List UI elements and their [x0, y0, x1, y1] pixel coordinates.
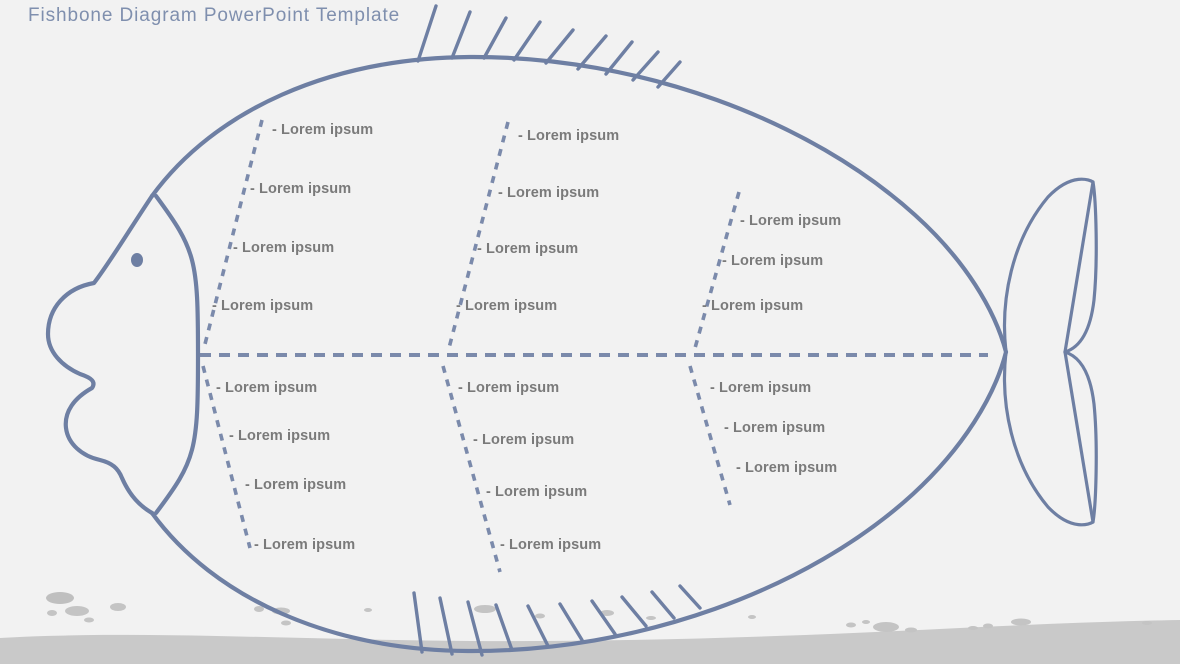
bone-label-bottom-middle-4[interactable]: - Lorem ipsum — [500, 537, 602, 553]
page-title: Fishbone Diagram PowerPoint Template — [28, 5, 401, 26]
bone-label-bottom-right-1[interactable]: - Lorem ipsum — [710, 380, 812, 396]
bone-label-bottom-middle-2[interactable]: - Lorem ipsum — [473, 432, 575, 448]
bone-bottom-right — [688, 365, 732, 506]
gill-arc — [153, 193, 201, 516]
bone-label-bottom-left-2[interactable]: - Lorem ipsum — [229, 428, 331, 444]
bone-top-middle — [447, 121, 510, 349]
bone-label-top-right-2[interactable]: - Lorem ipsum — [722, 253, 824, 269]
bone-label-top-middle-4[interactable]: - Lorem ipsum — [456, 298, 558, 314]
bone-top-right — [693, 191, 741, 349]
bone-bottom-left — [201, 365, 252, 549]
bone-label-top-left-2[interactable]: - Lorem ipsum — [250, 181, 352, 197]
bone-bottom-middle — [441, 365, 502, 573]
bone-label-bottom-right-3[interactable]: - Lorem ipsum — [736, 460, 838, 476]
bone-label-top-left-1[interactable]: - Lorem ipsum — [272, 122, 374, 138]
bone-label-top-middle-3[interactable]: - Lorem ipsum — [477, 241, 579, 257]
category-bones — [201, 119, 741, 573]
bone-label-bottom-middle-3[interactable]: - Lorem ipsum — [486, 484, 588, 500]
fish-eye — [131, 253, 143, 267]
dorsal-fin-spines — [416, 4, 682, 89]
bone-top-left — [202, 119, 264, 349]
bone-label-top-right-3[interactable]: - Lorem ipsum — [702, 298, 804, 314]
fish-head-profile — [45, 193, 155, 516]
bone-label-bottom-middle-1[interactable]: - Lorem ipsum — [458, 380, 560, 396]
bone-label-bottom-right-2[interactable]: - Lorem ipsum — [724, 420, 826, 436]
bone-label-top-middle-2[interactable]: - Lorem ipsum — [498, 185, 600, 201]
bone-label-bottom-left-1[interactable]: - Lorem ipsum — [216, 380, 318, 396]
bone-label-top-left-3[interactable]: - Lorem ipsum — [233, 240, 335, 256]
bone-label-top-left-4[interactable]: - Lorem ipsum — [212, 298, 314, 314]
ventral-fin-spines — [412, 584, 702, 657]
bone-label-bottom-left-3[interactable]: - Lorem ipsum — [245, 477, 347, 493]
bone-label-top-middle-1[interactable]: - Lorem ipsum — [518, 128, 620, 144]
fish-tail-fin — [1002, 177, 1098, 527]
bone-label-top-right-1[interactable]: - Lorem ipsum — [740, 213, 842, 229]
bone-label-bottom-left-4[interactable]: - Lorem ipsum — [254, 537, 356, 553]
